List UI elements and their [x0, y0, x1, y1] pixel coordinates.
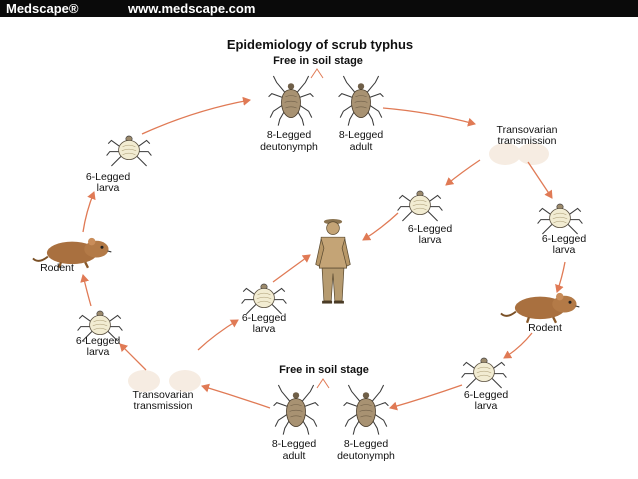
human-figure: [315, 218, 351, 305]
cycle-arrows: [80, 96, 566, 411]
arrow-eggs-to-left-larva: [119, 343, 147, 371]
left-top-larva-mite: [106, 135, 152, 167]
scrub-typhus-cycle-diagram: Epidemiology of scrub typhus Free in soi…: [32, 37, 587, 462]
arrow-center-bottom-larva-to-human: [272, 254, 311, 283]
bottom-adult-mite: [273, 384, 319, 436]
bottom-stage-bracket: [316, 378, 330, 389]
center-bottom-larva-mite: [241, 283, 287, 315]
left-rodent-label: Rodent: [40, 262, 74, 274]
arrow-eggs-to-center-larva: [445, 159, 481, 186]
arrow-adult-to-transovarian: [382, 107, 476, 127]
arrow-adult-to-bottom-eggs: [201, 383, 271, 409]
right-rodent: [500, 291, 581, 324]
right-bottom-larva-mite: [461, 357, 507, 389]
arrow-larva-to-top-deutonymph: [141, 96, 251, 135]
diagram-title: Epidemiology of scrub typhus: [227, 37, 413, 52]
top-adult-mite: [338, 75, 384, 127]
top-deutonymph-mite: [268, 75, 314, 127]
arrow-larva-to-bottom-deutonymph: [389, 384, 463, 411]
right-top-larva-mite: [537, 203, 583, 235]
bottom-deutonymph-mite: [343, 384, 389, 436]
arrow-rodent-to-right-larva: [503, 332, 533, 359]
medscape-header-bar: Medscape® www.medscape.com: [0, 0, 638, 17]
arrow-larva-to-left-rodent: [80, 274, 92, 307]
arrow-rodent-to-left-larva: [82, 191, 96, 233]
arrow-center-larva-to-human: [362, 212, 399, 241]
top-stage-bracket: [310, 68, 324, 79]
medscape-brand: Medscape®: [6, 1, 79, 16]
arrow-to-center-bottom-larva: [197, 319, 239, 351]
site-url: www.medscape.com: [128, 1, 256, 16]
top-eggs: [489, 143, 549, 165]
top-stage-label: Free in soil stage: [273, 55, 363, 67]
right-rodent-label: Rodent: [528, 322, 562, 334]
center-top-larva-mite: [397, 190, 443, 222]
bottom-eggs: [128, 370, 201, 392]
arrow-eggs-to-right-larva: [527, 161, 553, 199]
arrow-right-larva-to-rodent: [555, 261, 566, 293]
bottom-stage-label: Free in soil stage: [279, 364, 369, 376]
